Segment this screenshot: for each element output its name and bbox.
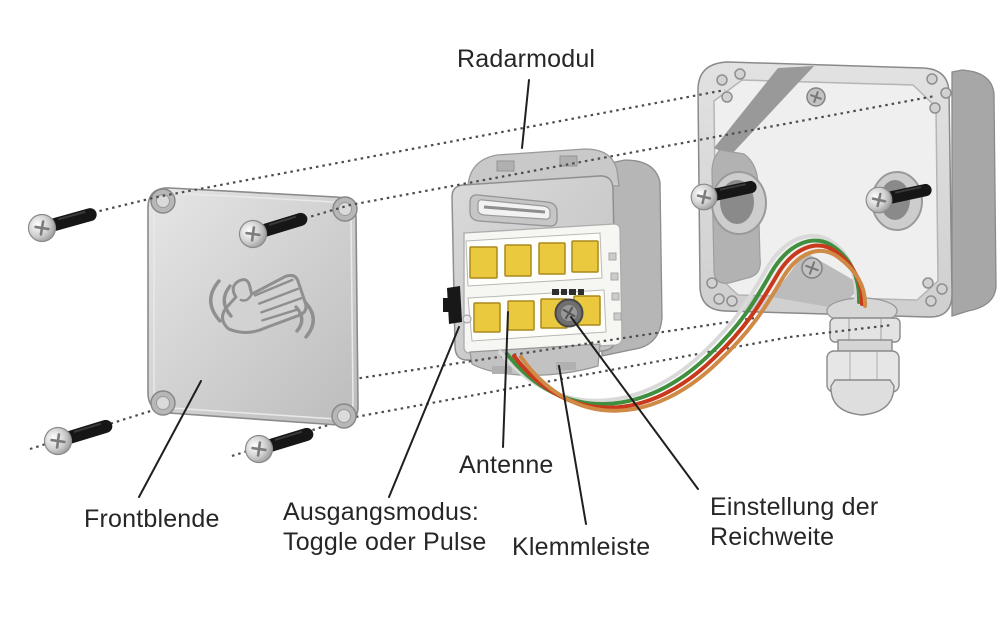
leader-ausgangsmodus	[388, 326, 460, 498]
leader-frontblende	[138, 380, 202, 498]
leader-lines	[138, 79, 699, 525]
leader-antenne	[502, 311, 509, 448]
wire-orange	[519, 249, 868, 413]
screw-bottom-left	[41, 413, 110, 457]
leader-einstellung	[570, 316, 699, 490]
label-frontblende: Frontblende	[84, 505, 220, 533]
output-mode-connector	[443, 286, 472, 324]
label-radarmodul: Radarmodul	[457, 45, 596, 73]
front-plate	[147, 187, 359, 429]
label-ausgangsmodus-line1: Ausgangsmodus:	[283, 498, 479, 526]
screw-top-left	[25, 202, 93, 245]
screw-plate-bottom	[242, 421, 311, 465]
wires	[498, 233, 868, 413]
back-box-side	[951, 69, 997, 317]
wire-light	[498, 233, 859, 403]
antenna-slot-slit	[483, 205, 546, 214]
module-top-clip	[496, 160, 515, 172]
label-antenne: Antenne	[459, 451, 554, 479]
label-einstellung-line2: Reichweite	[710, 523, 835, 551]
label-klemmleiste: Klemmleiste	[512, 533, 651, 561]
label-ausgangsmodus: Ausgangsmodus: Toggle oder Pulse	[283, 497, 487, 557]
module-top-clip	[559, 155, 578, 167]
cable-gland	[826, 317, 901, 416]
hand-wave-icon	[209, 273, 315, 339]
box-center-screw-bottom	[801, 257, 823, 279]
plate-corner-holes	[150, 188, 358, 429]
box-center-screw-top	[806, 87, 826, 107]
radar-module	[443, 148, 663, 376]
label-ausgangsmodus-line2: Toggle oder Pulse	[283, 528, 487, 556]
corner-hole-cluster	[706, 68, 952, 307]
wire-red	[512, 243, 865, 410]
back-box-bottom-band	[772, 252, 862, 309]
label-einstellung: Einstellung der Reichweite	[710, 492, 878, 552]
leader-klemmleiste	[558, 365, 587, 525]
module-base-tab	[556, 362, 576, 370]
alignment-dotted-line	[789, 323, 893, 339]
module-base-tab	[492, 366, 512, 374]
alignment-dotted-line	[29, 88, 726, 230]
leader-radarmodul	[521, 79, 530, 149]
wire-green	[505, 238, 862, 406]
range-potentiometer	[552, 289, 584, 328]
label-einstellung-line1: Einstellung der	[710, 493, 879, 521]
